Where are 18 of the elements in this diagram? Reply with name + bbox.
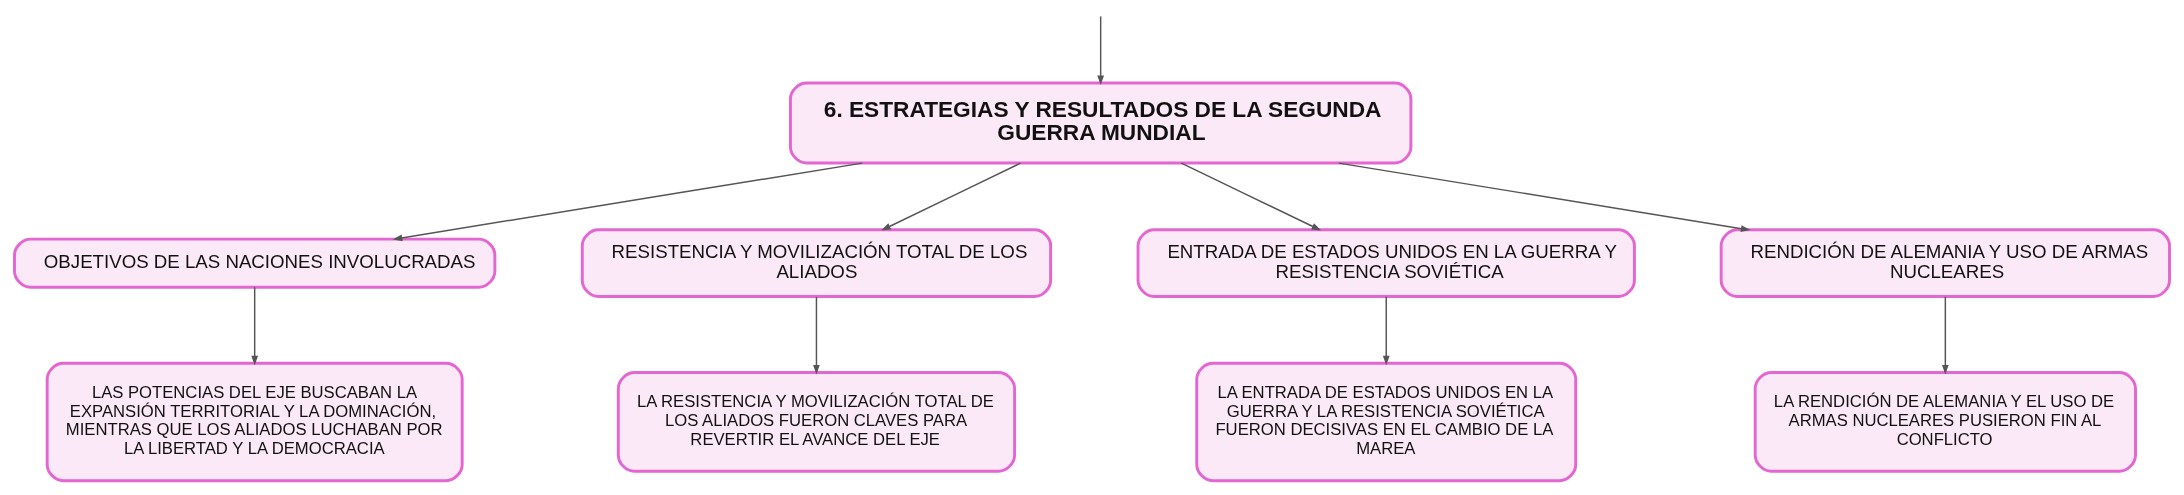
arrow bbox=[251, 285, 259, 365]
node-box: ENTRADA DE ESTADOS UNIDOS EN LA GUERRA Y RESISTENCIA SOVIÉTICA bbox=[1136, 227, 1636, 298]
node-box: 6. ESTRATEGIAS Y RESULTADOS DE LA SEGUNDA GUERRA MUNDIAL bbox=[788, 81, 1413, 165]
node-box: RESISTENCIA Y MOVILIZACIÓN TOTAL DE LOS ALIADOS bbox=[580, 227, 1053, 298]
arrow bbox=[813, 295, 820, 375]
arrow bbox=[1941, 295, 1949, 375]
arrow bbox=[1180, 161, 1322, 231]
node-box: RENDICIÓN DE ALEMANIA Y USO DE ARMAS NUCLEARES bbox=[1719, 227, 2171, 298]
arrow bbox=[1338, 161, 1751, 232]
node-box: LA RENDICIÓN DE ALEMANIA Y EL USO DE ARMAS NUCLEARES PUSIERON FIN AL CONFLICTO bbox=[1753, 370, 2137, 473]
node-box: LA ENTRADA DE ESTADOS UNIDOS EN LA GUERRA Y LA RESISTENCIA SOVIÉTICA FUERON DECISIVAS EN EL CAMBIO DE LA MAREA bbox=[1195, 361, 1578, 482]
arrow bbox=[881, 161, 1022, 231]
node-box: LA RESISTENCIA Y MOVILIZACIÓN TOTAL DE LOS ALIADOS FUERON CLAVES PARA REVERTIR EL AVANCE DEL EJE bbox=[616, 370, 1017, 473]
node-box: LAS POTENCIAS DEL EJE BUSCABAN LA EXPANSIÓN TERRITORIAL Y LA DOMINACIÓN, MIENTRAS QUE LOS ALIADOS LUCHABAN POR LA LIBERTAD Y LA DEMOCRACIA bbox=[45, 361, 464, 482]
arrow bbox=[1382, 295, 1390, 365]
arrow bbox=[1097, 15, 1105, 85]
arrow bbox=[392, 161, 863, 241]
node-box: OBJETIVOS DE LAS NACIONES INVOLUCRADAS bbox=[13, 237, 497, 289]
